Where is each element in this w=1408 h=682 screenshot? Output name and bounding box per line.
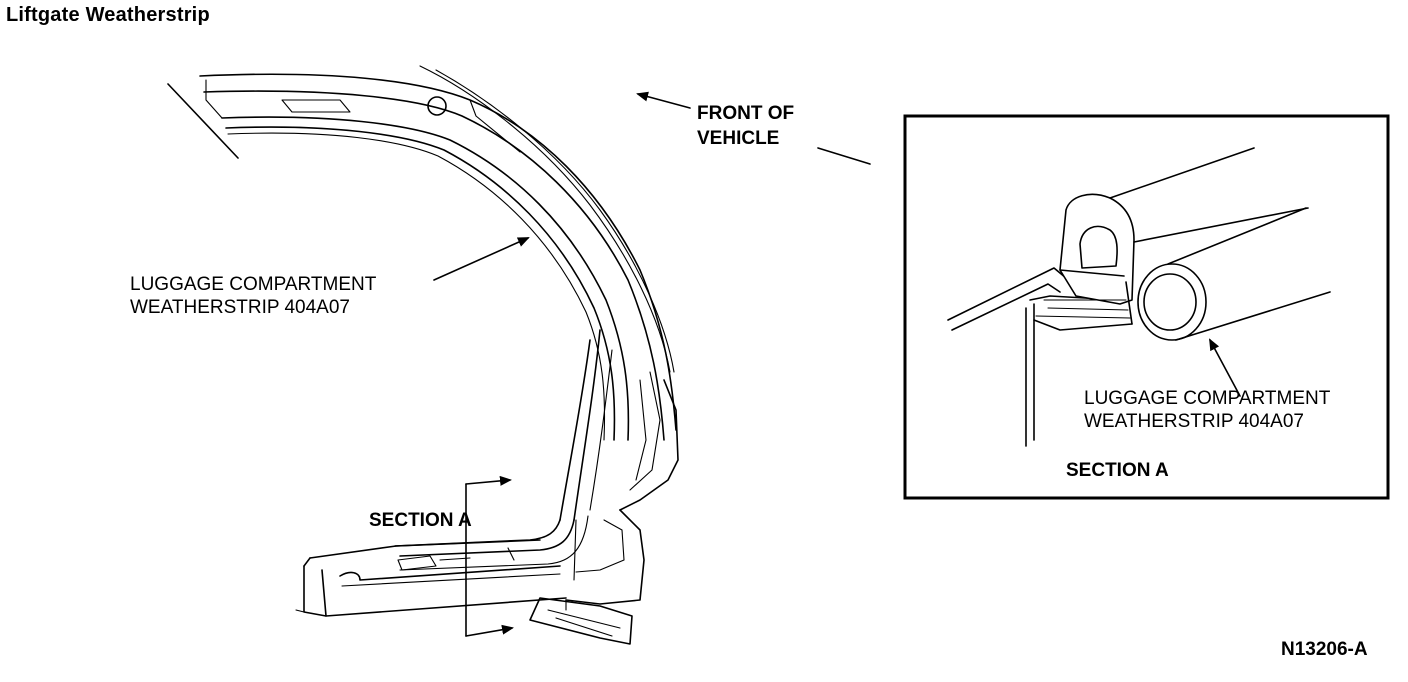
front-of-vehicle-label-line1: FRONT OF (697, 103, 795, 124)
front-of-vehicle-label-line2: VEHICLE (697, 128, 780, 149)
page-title: Liftgate Weatherstrip (6, 4, 210, 26)
inset-section-a-label: SECTION A (1066, 460, 1169, 481)
weatherstrip-label-line2: WEATHERSTRIP 404A07 (130, 297, 350, 318)
section-a-label: SECTION A (369, 510, 472, 531)
weatherstrip-label-line1: LUGGAGE COMPARTMENT (130, 274, 377, 295)
section-a-inset (903, 114, 1390, 500)
inset-weatherstrip-label-line2: WEATHERSTRIP 404A07 (1084, 411, 1304, 432)
figure-id: N13206-A (1281, 639, 1368, 660)
liftgate-opening-drawing (167, 65, 871, 645)
inset-weatherstrip-label-line1: LUGGAGE COMPARTMENT (1084, 388, 1331, 409)
